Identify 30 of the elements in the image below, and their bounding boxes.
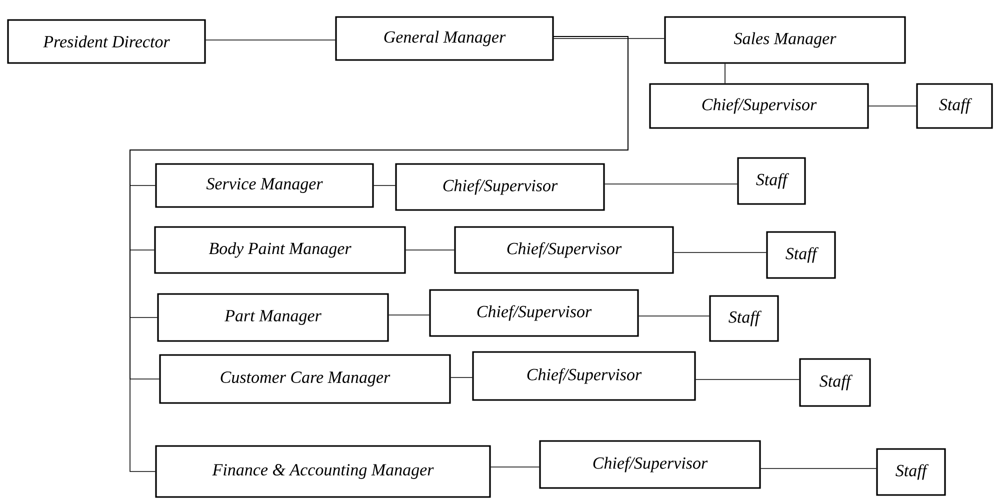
org-box: Staff — [737, 157, 806, 205]
connector-line — [695, 379, 800, 380]
org-box: Finance & Accounting Manager — [155, 445, 491, 498]
org-box: Service Manager — [155, 163, 374, 208]
org-box: Staff — [766, 231, 836, 279]
connector-line — [760, 468, 877, 469]
org-box: Chief/Supervisor — [454, 226, 674, 274]
org-box: Customer Care Manager — [159, 354, 451, 404]
connector-line — [724, 63, 726, 84]
org-box: President Director — [7, 19, 206, 64]
org-box: Staff — [799, 358, 871, 407]
org-box: Chief/Supervisor — [472, 351, 696, 401]
org-box: Chief/Supervisor — [539, 440, 761, 489]
connector-line — [388, 314, 430, 316]
org-box: Chief/Supervisor — [649, 83, 869, 129]
connector-line — [553, 38, 665, 39]
org-box: Staff — [709, 295, 779, 342]
org-box: Staff — [876, 448, 946, 496]
org-box: Chief/Supervisor — [395, 163, 605, 211]
connector-line — [673, 252, 767, 253]
connector-line — [373, 185, 396, 186]
connector-line — [450, 377, 473, 378]
org-box: Part Manager — [157, 293, 389, 342]
org-box: Sales Manager — [664, 16, 906, 64]
connector-line — [490, 466, 540, 468]
connector-line — [130, 36, 628, 472]
org-box: Chief/Supervisor — [429, 289, 639, 337]
org-box: General Manager — [335, 16, 554, 61]
org-box: Staff — [916, 83, 993, 129]
org-box: Body Paint Manager — [154, 226, 406, 274]
